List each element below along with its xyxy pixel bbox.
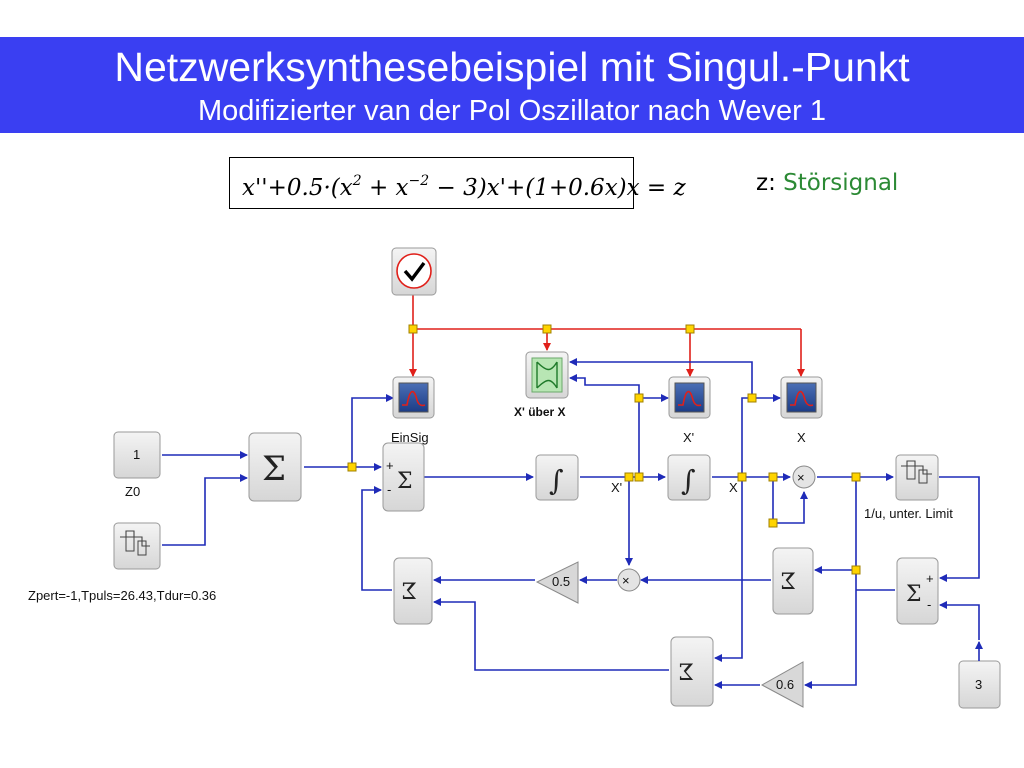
sum-block-right[interactable]: Σ + - [896, 557, 939, 625]
clock-icon [396, 253, 432, 289]
const-block-value: 1 [133, 447, 140, 462]
clock-block[interactable] [391, 247, 437, 296]
gain-value-06: 0.6 [776, 677, 794, 692]
scope-xdot-label: X' [683, 430, 694, 445]
const-block-3-value: 3 [975, 677, 982, 692]
sum-minus-sign: - [387, 482, 391, 497]
product-symbol: × [797, 470, 805, 485]
scope-x-label: X [797, 430, 806, 445]
gain-block-05[interactable]: 0.5 [535, 561, 579, 604]
slide-subtitle: Modifizierter van der Pol Oszillator nac… [197, 95, 827, 127]
product-bottom[interactable]: × [617, 568, 641, 592]
const-block-3[interactable]: 3 [958, 660, 1001, 709]
scope-icon [786, 382, 817, 413]
equation-box: x''+0.5·(x2 + x−2 − 3)x'+(1+0.6x)x = z [229, 157, 687, 209]
const-block-caption: Z0 [125, 484, 140, 499]
sum-block-input[interactable]: Σ [248, 432, 302, 502]
gain-icon [535, 561, 579, 604]
inverse-limit-caption: 1/u, unter. Limit [864, 506, 953, 521]
sum-icon: Σ [262, 449, 286, 489]
scope-xdot[interactable]: X' [668, 376, 711, 445]
integrator-icon: ∫ [681, 464, 696, 497]
sum-icon: Σ [401, 580, 417, 605]
integrator-1[interactable]: ∫ X' [535, 454, 622, 501]
inverse-limit-block[interactable]: 1/u, unter. Limit [864, 454, 953, 521]
split-point-icon [408, 324, 418, 334]
split-point-icon [851, 565, 861, 575]
lookup-icon [120, 530, 150, 547]
gain-icon [760, 661, 804, 708]
activation-wires [409, 295, 805, 377]
pulse-generator[interactable]: Zpert=-1,Tpuls=26.43,Tdur=0.36 [28, 522, 216, 603]
lookup-icon [901, 460, 932, 475]
split-point-icon [685, 324, 695, 334]
scope-einsig[interactable]: EinSig [391, 376, 435, 445]
integrator-icon: ∫ [549, 464, 564, 497]
scope-einsig-label: EinSig [391, 430, 429, 445]
sum-plus-sign: + [926, 571, 934, 586]
sum-block-left[interactable]: Σ [393, 557, 433, 625]
product-icon [792, 465, 816, 489]
equation-part-1: x''+0.5·(x [242, 175, 353, 201]
split-point-icon [737, 472, 747, 482]
scope-icon [674, 382, 705, 413]
sum-block-mid[interactable]: Σ [772, 547, 814, 615]
split-points [347, 324, 861, 575]
product-icon [617, 568, 641, 592]
title-banner [0, 37, 1024, 133]
pulse-generator-caption: Zpert=-1,Tpuls=26.43,Tdur=0.36 [28, 588, 216, 603]
z-variable: z: [756, 170, 776, 196]
split-point-icon [851, 472, 861, 482]
sum-plus-sign: + [386, 458, 394, 473]
gain-value-05: 0.5 [552, 574, 570, 589]
sum-icon: Σ [678, 661, 694, 686]
equation-part-3: − 3)x'+(1+0.6x)x = z [429, 175, 686, 201]
svg-text:x''+0.5·(x2 + x−2 − 3)x'+(1+0.: x''+0.5·(x2 + x−2 − 3)x'+(1+0.6x)x = z [242, 173, 687, 201]
xy-scope[interactable]: X' über X [514, 351, 569, 419]
integrator-2[interactable]: ∫ X [667, 454, 738, 501]
split-point-icon [768, 518, 778, 528]
product-top[interactable]: × [792, 465, 816, 489]
z-description: Störsignal [783, 170, 899, 196]
split-point-icon [624, 472, 634, 482]
check-icon [403, 261, 426, 282]
sum-icon: Σ [780, 570, 796, 595]
scope-x[interactable]: X [780, 376, 823, 445]
split-point-icon [747, 393, 757, 403]
wire-label-x: X [729, 480, 738, 495]
scope-icon [398, 382, 429, 413]
equation-part-2: + x [362, 175, 409, 201]
sum-icon: Σ [906, 582, 922, 607]
slide-title: Netzwerksynthesebeispiel mit Singul.-Pun… [114, 44, 910, 90]
split-point-icon [347, 462, 357, 472]
wire-label-xdot: X' [611, 480, 622, 495]
product-symbol: × [622, 573, 630, 588]
equation-exp-2: −2 [409, 173, 430, 189]
equation-formula: x''+0.5·(x2 + x−2 − 3)x'+(1+0.6x)x = z [242, 173, 687, 201]
const-block-z0[interactable]: 1 Z0 [113, 431, 161, 499]
sum-block-bottom[interactable]: Σ [670, 636, 714, 707]
sum-block-main[interactable]: Σ + - [382, 442, 425, 512]
gain-block-06[interactable]: 0.6 [760, 661, 804, 708]
signal-wires [162, 358, 980, 689]
split-point-icon [634, 393, 644, 403]
sum-minus-sign: - [927, 597, 931, 612]
xy-scope-label: X' über X [514, 405, 566, 419]
equation-exp-1: 2 [352, 173, 362, 189]
sum-icon: Σ [397, 469, 413, 494]
split-point-icon [542, 324, 552, 334]
split-point-icon [634, 472, 644, 482]
split-point-icon [768, 472, 778, 482]
disturbance-legend: z: Störsignal [756, 170, 898, 196]
